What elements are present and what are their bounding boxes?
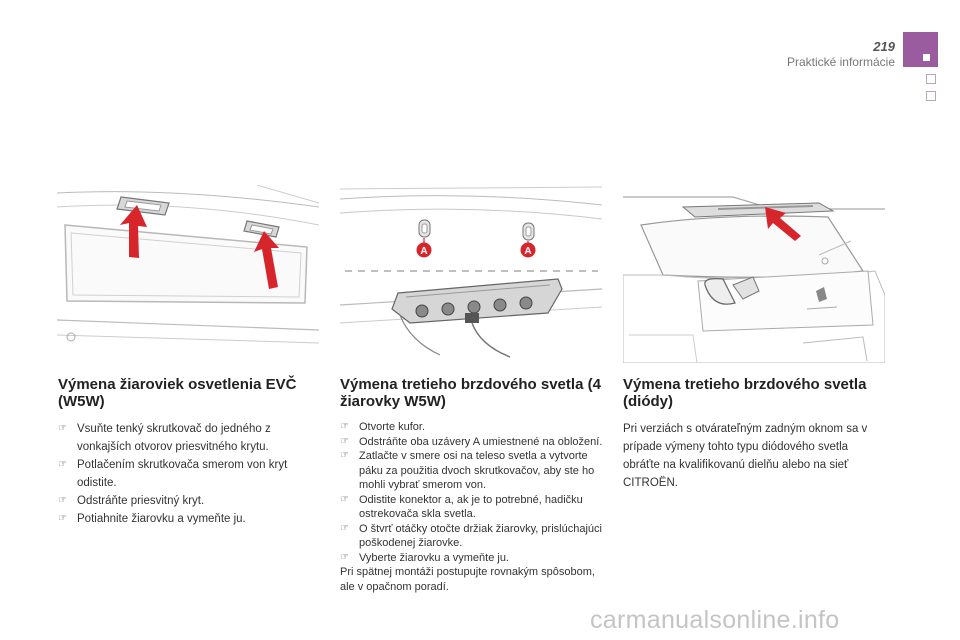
pointer-hand-icon: ☞ (340, 522, 349, 534)
list-item: ☞Otvorte kufor. (340, 421, 426, 433)
reassembly-note: Pri spätnej montáži postupujte rovnakým … (340, 566, 595, 593)
svg-text:A: A (420, 246, 427, 257)
chapter-title: Praktické informácie (786, 55, 895, 69)
pointer-hand-icon: ☞ (340, 421, 349, 432)
list-item: ☞Vsuňte tenký skrutkovač do jedného z vo… (58, 420, 320, 456)
lamp-right-icon (243, 220, 280, 238)
tailgate-drawing (623, 196, 885, 363)
arrow-pointing-icon (765, 207, 801, 241)
section-plate-lamps: Výmena žiaroviek osvetlenia EVČ (W5W) ☞V… (58, 376, 320, 528)
page-number: 219 (873, 39, 895, 54)
callout-a-right: A (520, 242, 536, 258)
chapter-tab[interactable] (926, 74, 936, 84)
arrow-up-icon (120, 205, 147, 258)
list-item: ☞Zatlačte v smere osi na teleso svetla a… (340, 450, 595, 491)
pointer-hand-icon: ☞ (58, 423, 67, 434)
cap-right-icon (522, 222, 535, 241)
illustration-plate-lamps (57, 185, 319, 363)
arrow-up-icon (254, 231, 279, 289)
chapter-tab-active[interactable] (903, 32, 938, 67)
brake-light-drawing: A A (340, 186, 602, 358)
list-item: ☞O štvrť otáčky otočte držiak žiarovky, … (340, 522, 602, 550)
lamp-left-icon (116, 196, 170, 216)
pointer-hand-icon: ☞ (58, 459, 67, 470)
pointer-hand-icon: ☞ (340, 450, 349, 461)
pointer-hand-icon: ☞ (340, 551, 349, 563)
pointer-hand-icon: ☞ (340, 493, 349, 505)
section-text: Pri verziách s otvárateľným zadným oknom… (623, 423, 868, 489)
tail-lamp-icon (704, 276, 760, 305)
list-item: ☞Odistite konektor a, ak je to potrebné,… (340, 493, 583, 521)
list-item: ☞Vyberte žiarovku a vymeňte ju. (340, 551, 509, 564)
list-item: ☞Potlačením skrutkovača smerom von kryt … (58, 456, 320, 492)
pointer-hand-icon: ☞ (58, 495, 67, 506)
list-item: ☞Potiahnite žiarovku a vymeňte ju. (58, 510, 320, 528)
steps-list: ☞Otvorte kufor. ☞Odstráňte oba uzávery A… (340, 420, 605, 565)
pointer-hand-icon: ☞ (340, 435, 349, 447)
steps-list: ☞Vsuňte tenký skrutkovač do jedného z vo… (58, 420, 320, 528)
list-item: ☞Odstráňte priesvitný kryt. (58, 492, 320, 510)
pointer-hand-icon: ☞ (58, 513, 67, 524)
section-brake-light-led: Výmena tretieho brzdového svetla (diódy)… (623, 376, 885, 492)
illustration-brake-light-led (623, 185, 885, 363)
brake-light-unit-icon (391, 278, 563, 358)
illustration-brake-light-bulbs: A A (340, 185, 602, 363)
plate-lamps-drawing (57, 185, 319, 344)
cap-left-icon (418, 219, 431, 238)
svg-text:A: A (524, 246, 531, 257)
section-heading: Výmena tretieho brzdového svetla (4 žiar… (340, 376, 601, 410)
chapter-tab[interactable] (926, 91, 936, 101)
callout-a-left: A (416, 242, 432, 258)
brand-badge-icon (816, 287, 827, 302)
tab-marker-icon (923, 54, 930, 61)
section-heading: Výmena tretieho brzdového svetla (diódy) (623, 376, 867, 410)
section-brake-light-bulbs: Výmena tretieho brzdového svetla (4 žiar… (340, 376, 605, 594)
list-item: ☞Odstráňte oba uzávery A umiestnené na o… (340, 435, 603, 448)
watermark: carmanualsonline.info (590, 606, 840, 634)
section-heading: Výmena žiaroviek osvetlenia EVČ (W5W) (58, 376, 297, 410)
